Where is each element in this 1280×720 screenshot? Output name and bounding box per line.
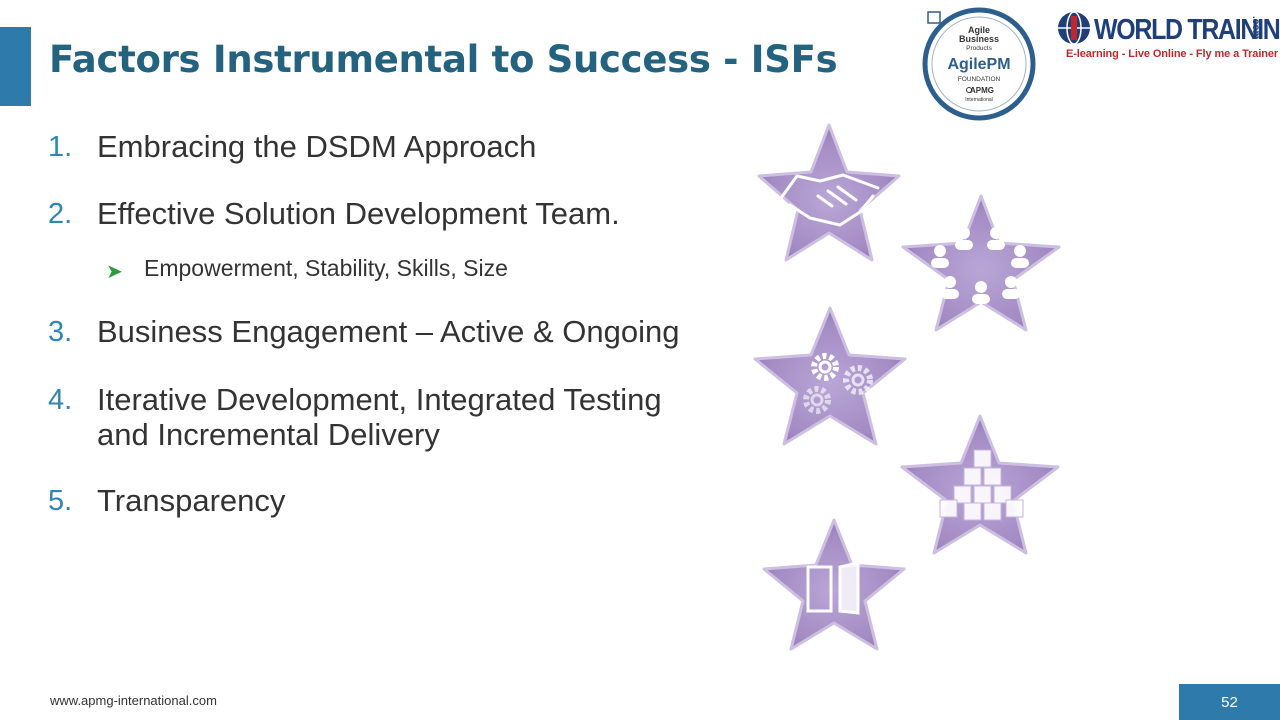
list-text: Transparency [97, 483, 286, 518]
brand-name: WORLD TRAINING [1094, 14, 1280, 46]
gears-icon [803, 353, 873, 414]
list-text: Iterative Development, Integrated Testin… [97, 382, 662, 417]
badge-org: APMG [970, 86, 994, 95]
star-door [762, 518, 906, 651]
star-team [901, 194, 1061, 332]
badge-line2: Business [959, 34, 999, 44]
list-number: 4. [48, 384, 73, 416]
list-text: Embracing the DSDM Approach [97, 129, 537, 164]
slide-title: Factors Instrumental to Success - ISFs [49, 38, 838, 81]
team-icon [931, 227, 1029, 304]
list-text: Business Engagement – Active & Ongoing [97, 314, 680, 349]
agilepm-badge: Agile Business Products AgilePM FOUNDATI… [920, 6, 1038, 122]
star-handshake [757, 123, 901, 262]
blocks-icon [939, 449, 1024, 521]
arrow-bullet-icon: ➤ [106, 261, 123, 283]
badge-line1: Agile [968, 25, 990, 35]
footer-url: www.apmg-international.com [50, 693, 217, 708]
world-training-logo: WORLD TRAINING [1054, 8, 1280, 68]
list-number: 2. [48, 198, 73, 230]
handshake-icon [779, 173, 880, 227]
title-accent-bar [0, 27, 31, 106]
subitem-text: Empowerment, Stability, Skills, Size [144, 255, 508, 281]
badge-org-sub: International [965, 97, 993, 103]
badge-level: FOUNDATION [958, 76, 1001, 83]
star-blocks [900, 414, 1060, 555]
badge-line3: Products [966, 45, 992, 52]
globe-icon [1058, 11, 1090, 45]
list-number: 3. [48, 316, 73, 348]
list-number: 5. [48, 485, 73, 517]
badge-product: AgilePM [947, 56, 1010, 73]
list-number: 1. [48, 131, 73, 163]
star-icons-graphic [753, 123, 1061, 651]
list-text: Effective Solution Development Team. [97, 196, 620, 231]
star-gears [753, 306, 907, 446]
door-icon [806, 561, 860, 615]
brand-suffix: .com [1250, 16, 1261, 40]
brand-tagline: E-learning - Live Online - Fly me a Trai… [1066, 48, 1279, 60]
page-number: 52 [1179, 684, 1280, 720]
list-text: and Incremental Delivery [97, 417, 440, 452]
